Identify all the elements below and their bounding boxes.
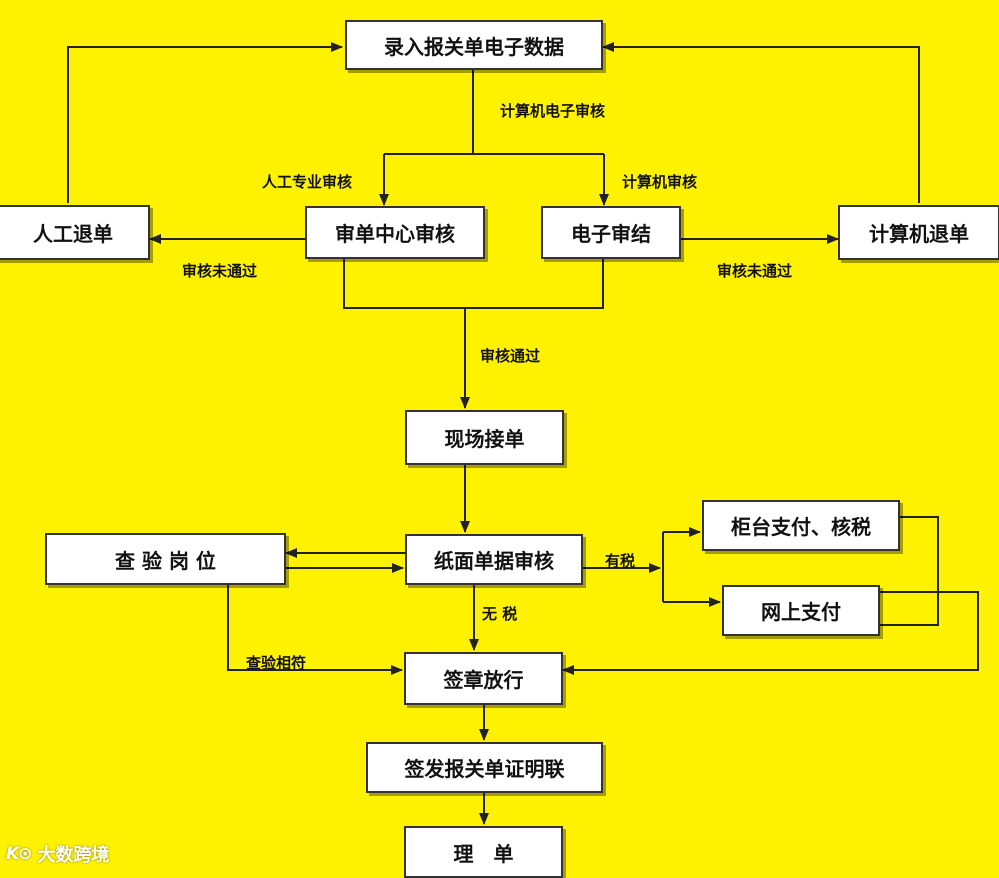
label-inspection-match: 查验相符 bbox=[246, 654, 307, 672]
node-center-review: 审单中心审核 bbox=[305, 206, 485, 259]
watermark-text: 大数跨境 bbox=[37, 845, 110, 866]
node-paper-review: 纸面单据审核 bbox=[405, 534, 583, 585]
node-inspection-post: 查 验 岗 位 bbox=[45, 533, 286, 585]
edge-computer-return-loop bbox=[602, 42, 920, 203]
edge-manual-return-loop bbox=[67, 42, 343, 203]
node-onsite-accept: 现场接单 bbox=[405, 410, 564, 465]
edge-counter-pay-out bbox=[880, 516, 939, 626]
node-manual-return: 人工退单 bbox=[0, 205, 150, 260]
node-online-pay: 网上支付 bbox=[722, 585, 880, 636]
watermark-logo: K⊙ bbox=[6, 844, 32, 864]
edge-inspection-match bbox=[227, 585, 403, 675]
label-computer-e-review: 计算机电子审核 bbox=[500, 102, 606, 120]
label-computer-review: 计算机审核 bbox=[622, 173, 698, 191]
edge-online-pay-out bbox=[562, 591, 979, 675]
label-no-tax: 无 税 bbox=[482, 605, 518, 623]
node-sign-release: 签章放行 bbox=[404, 652, 563, 705]
node-finish: 理 单 bbox=[404, 826, 563, 878]
node-computer-return: 计算机退单 bbox=[838, 205, 999, 260]
node-e-review-done: 电子审结 bbox=[541, 206, 681, 259]
node-issue-certificate: 签发报关单证明联 bbox=[366, 742, 603, 793]
label-review-passed: 审核通过 bbox=[480, 347, 541, 365]
label-review-failed-right: 审核未通过 bbox=[717, 262, 793, 280]
node-entry: 录入报关单电子数据 bbox=[345, 20, 603, 70]
edge-center-down bbox=[343, 259, 604, 309]
label-review-failed-left: 审核未通过 bbox=[182, 262, 258, 280]
node-counter-pay: 柜台支付、核税 bbox=[702, 500, 900, 551]
label-has-tax: 有税 bbox=[605, 552, 636, 570]
watermark: K⊙ 大数跨境 bbox=[6, 840, 109, 868]
label-manual-professional-review: 人工专业审核 bbox=[262, 173, 353, 191]
